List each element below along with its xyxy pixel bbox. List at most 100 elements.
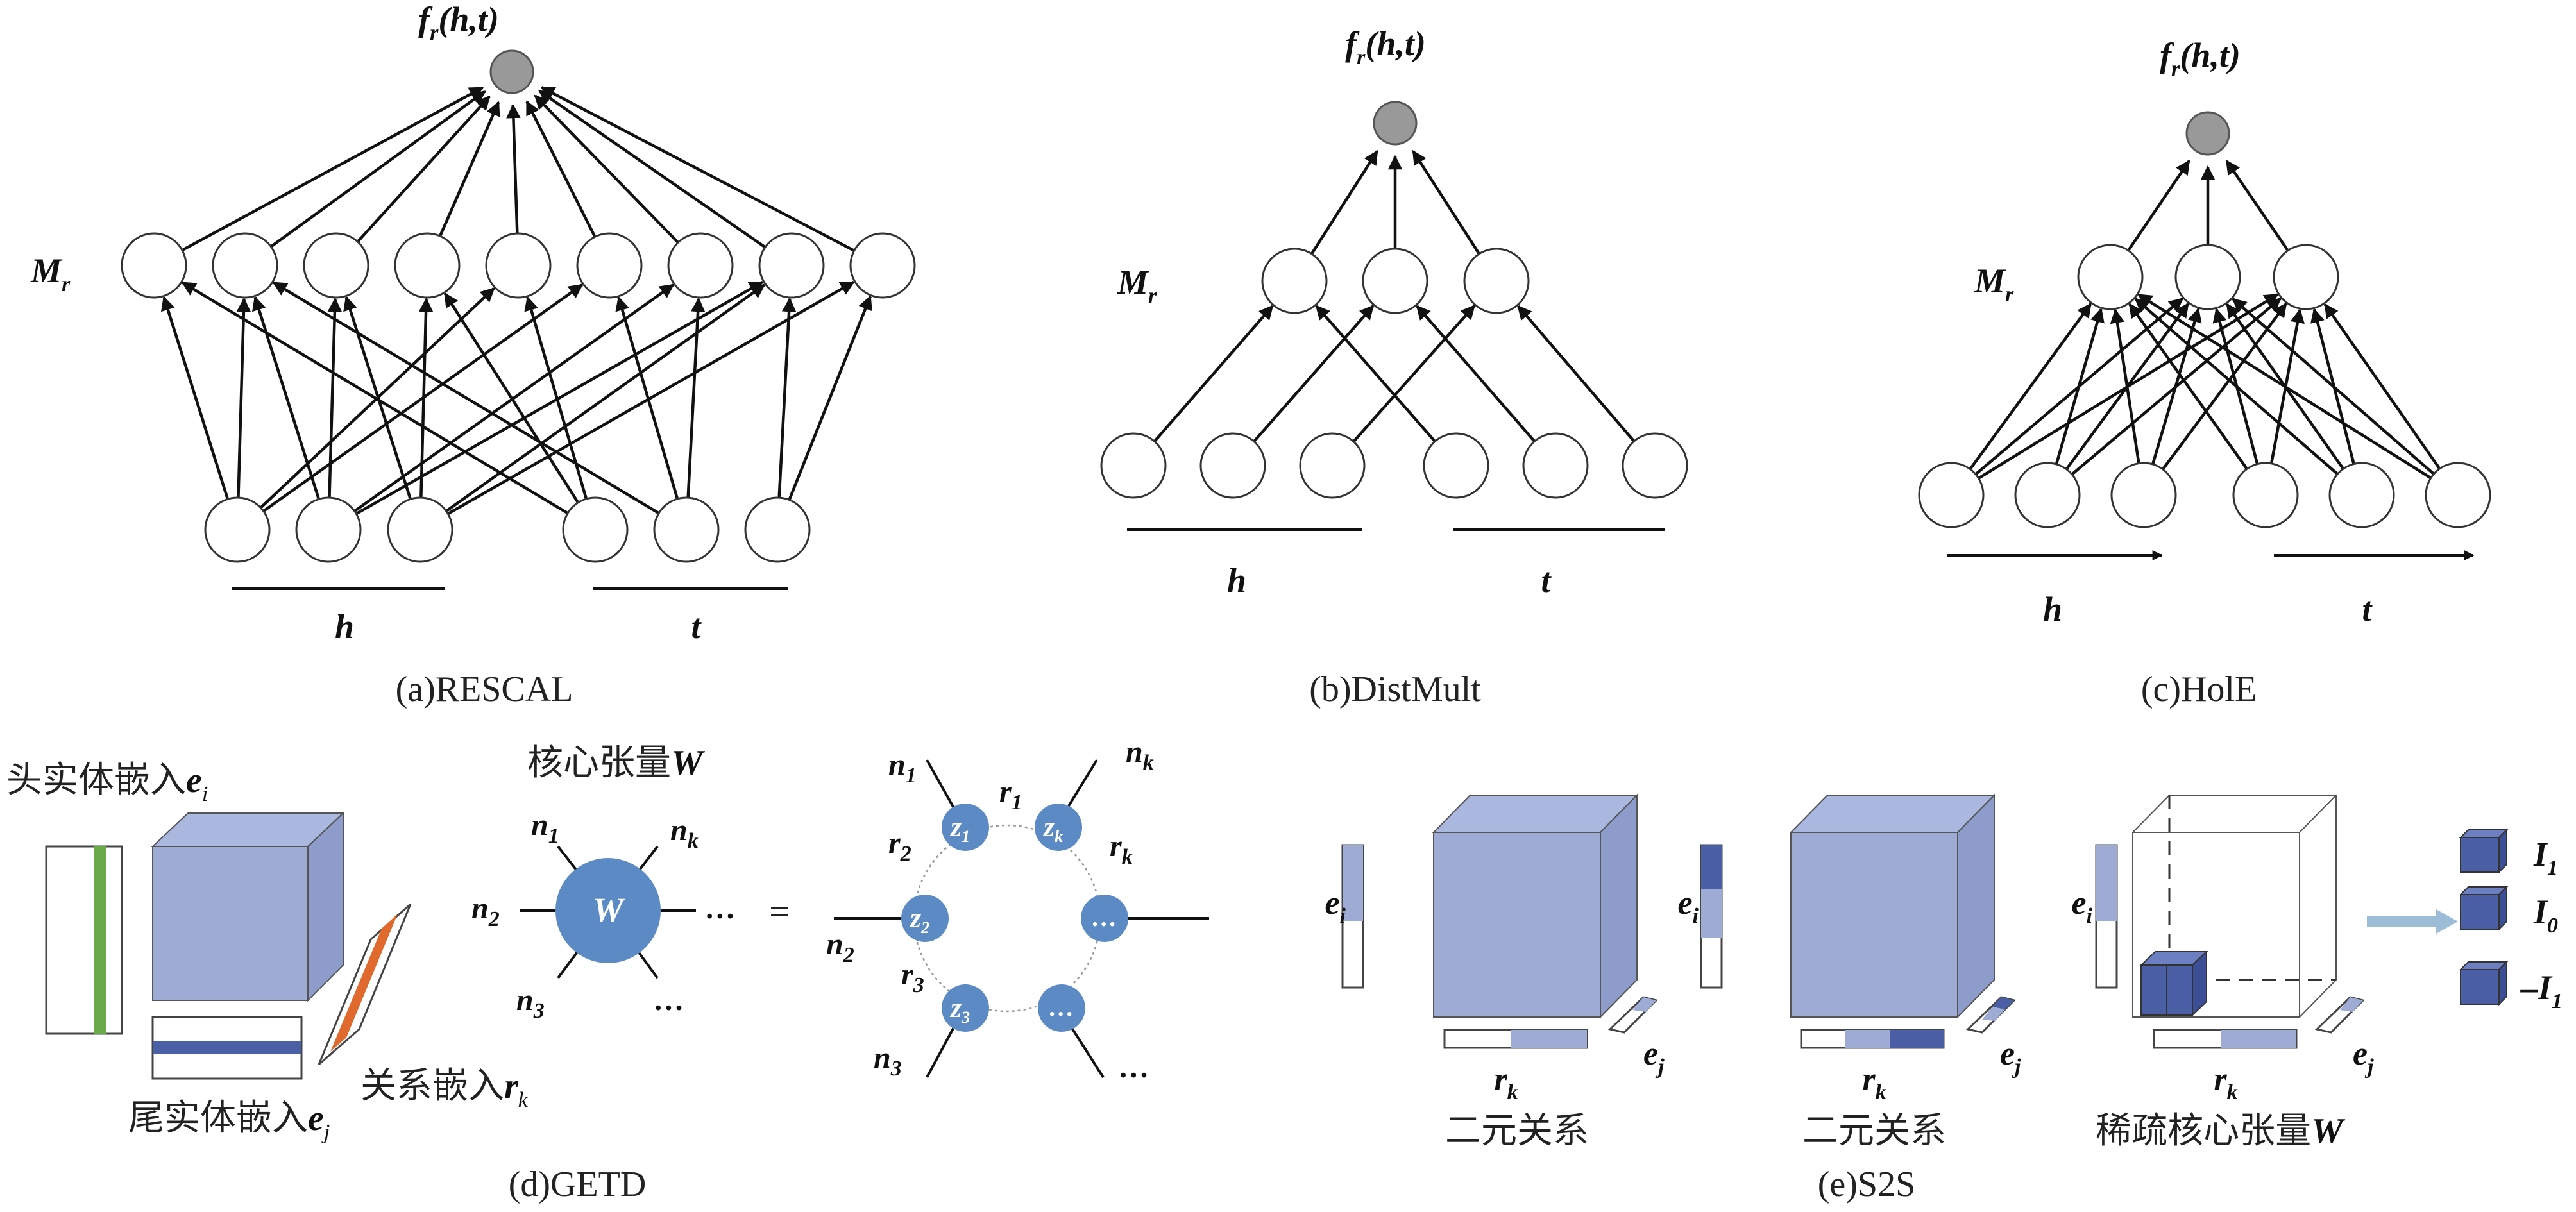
s2s-cube3-rk-fill	[2221, 1030, 2296, 1048]
distmult-tail-label: t	[1541, 561, 1552, 600]
s2s-cube2-rk-fill	[1845, 1030, 1890, 1048]
distmult-edge-in3-mid3	[1352, 305, 1476, 443]
hole-input-node-6	[2425, 462, 2491, 528]
s2s-cube1-ei-fill	[1343, 845, 1363, 921]
rescal-edge-in5-mid2	[272, 281, 660, 515]
getd-z2: z2	[909, 902, 929, 937]
s2s-cube3-ei-label: ei	[2071, 885, 2092, 928]
hole-input-node-3	[2110, 462, 2177, 528]
s2s-cube3-ej-label: ej	[2353, 1036, 2374, 1079]
rescal-mid-node-2	[212, 232, 278, 299]
distmult-caption: (b)DistMult	[1309, 669, 1481, 709]
getd-ring-n2: n2	[826, 927, 854, 967]
rescal-edge-mid8-out	[538, 89, 767, 249]
s2s-legend-i0: I0	[2459, 885, 2558, 938]
getd-ring-node-z1	[942, 804, 989, 851]
s2s-legend-i1-label: I1	[2533, 835, 2558, 880]
s2s-cube3-ej-fill	[2340, 997, 2363, 1012]
hole-output-label: fr(h,t)	[2160, 36, 2241, 81]
rescal-edge-in3-mid9	[447, 280, 855, 516]
getd-relation-label: 关系嵌入rk	[360, 1065, 529, 1112]
s2s-legend-i0-label: I0	[2533, 893, 2558, 938]
hole-mid-node-3	[2273, 244, 2339, 310]
rescal-tail-label: t	[691, 607, 702, 646]
getd-zk: zk	[1042, 811, 1063, 846]
hole-mid-node-1	[2077, 244, 2144, 310]
rescal-edges	[161, 86, 872, 516]
s2s-map-arrow-head	[2436, 909, 2458, 934]
panel-hole: fr(h,t) Mr h t (c)HolE	[1918, 36, 2491, 709]
rescal-edge-in6-mid8	[777, 297, 797, 498]
rescal-edge-mid4-out	[438, 101, 500, 237]
s2s-cube1-ej-fill	[1632, 997, 1656, 1012]
hole-edge-in1-mid1	[1969, 303, 2092, 470]
distmult-edge-mid3-out	[1412, 149, 1480, 255]
rescal-edge-in4-mid4	[444, 292, 580, 504]
getd-head-embedding-stripe	[94, 846, 106, 1034]
hole-edge-in6-mid1	[2137, 293, 2432, 480]
s2s-cube3-side-edge	[2299, 795, 2337, 1018]
getd-relation-embedding-stripe	[330, 914, 398, 1052]
getd-ring-nk: nk	[1126, 735, 1154, 775]
getd-ring-node-z2	[901, 895, 949, 942]
s2s-cube1-ej-label: ej	[1643, 1036, 1665, 1079]
s2s-cube2-side	[1957, 793, 1995, 1019]
distmult-output-label: fr(h,t)	[1345, 24, 1426, 69]
s2s-legend-i0-side	[2498, 885, 2507, 931]
distmult-edge-in6-mid3	[1517, 305, 1636, 442]
s2s-cube3-label: 稀疏核心张量W	[2096, 1110, 2346, 1152]
rescal-mid-node-1	[121, 232, 187, 299]
rescal-edge-mid3-out	[356, 95, 491, 243]
getd-ring-r3: r3	[901, 957, 924, 997]
hole-edge-in3-mid3	[2162, 302, 2287, 471]
getd-ring-rk: rk	[1110, 829, 1133, 869]
getd-w-n2: n2	[471, 891, 500, 931]
s2s-legend-i1-side	[2498, 828, 2507, 874]
rescal-edge-in4-mid1	[181, 281, 569, 515]
rescal-edge-in1-mid2	[236, 297, 251, 498]
s2s-cube2-ei-label: ei	[1677, 885, 1699, 928]
distmult-input-node-2	[1199, 432, 1266, 499]
rescal-edge-in2-mid2	[252, 296, 321, 500]
s2s-cube2-ej-dark	[1992, 997, 2014, 1009]
s2s-cube1-rk-fill	[1511, 1030, 1587, 1048]
s2s-cube2-rk-dark	[1890, 1030, 1944, 1048]
hole-edge-in4-mid1	[2128, 303, 2248, 470]
distmult-input-node-4	[1423, 432, 1489, 499]
getd-ring-node-dots-bottom	[1038, 984, 1085, 1032]
hole-input-node-4	[2232, 462, 2299, 528]
distmult-output-node	[1373, 101, 1418, 146]
s2s-legend-i1: I1	[2459, 828, 2558, 880]
s2s-cube1-side	[1600, 793, 1638, 1019]
getd-ring-node-zk	[1035, 804, 1082, 851]
distmult-input-node-1	[1100, 432, 1167, 499]
distmult-edge-in1-mid1	[1153, 305, 1274, 442]
rescal-edge-mid5-out	[506, 103, 521, 234]
getd-ring-dots-right: …	[1092, 903, 1117, 932]
getd-w-nk: nk	[670, 813, 699, 853]
getd-ring-r2: r2	[888, 826, 911, 866]
distmult-input-node-5	[1522, 432, 1589, 499]
distmult-mid-node-1	[1261, 248, 1328, 314]
s2s-cube2-label: 二元关系	[1802, 1110, 1946, 1152]
distmult-edge-in5-mid2	[1416, 305, 1536, 442]
distmult-layer-label: Mr	[1117, 263, 1157, 308]
rescal-input-node-3	[387, 496, 453, 563]
getd-ring-n3: n3	[874, 1041, 902, 1081]
rescal-edge-in5-mid7	[686, 297, 706, 498]
hole-mid-node-2	[2174, 244, 2241, 310]
s2s-cube2-ej-fill	[1982, 1007, 2005, 1021]
s2s-legend-i-neg1: –I1	[2459, 960, 2563, 1013]
s2s-cube2-rk-label: rk	[1862, 1061, 1886, 1104]
getd-z1: z1	[949, 811, 970, 846]
rescal-input-node-1	[204, 496, 271, 563]
distmult-edge-mid1-out	[1310, 149, 1378, 255]
rescal-edge-in2-mid7	[353, 283, 675, 512]
panel-distmult: fr(h,t) Mr h t (b)DistMult	[1100, 24, 1688, 709]
rescal-edge-in3-mid8	[445, 283, 766, 512]
rescal-edge-in2-mid8	[355, 280, 764, 516]
rescal-edge-mid1-out	[181, 86, 484, 252]
rescal-edge-mid7-out	[534, 94, 679, 244]
panel-getd: 头实体嵌入ei 尾实体嵌入ej 关系嵌入rk 核心张量W W n1 nk n2 …	[6, 735, 1209, 1204]
getd-cube-front	[152, 846, 309, 1001]
